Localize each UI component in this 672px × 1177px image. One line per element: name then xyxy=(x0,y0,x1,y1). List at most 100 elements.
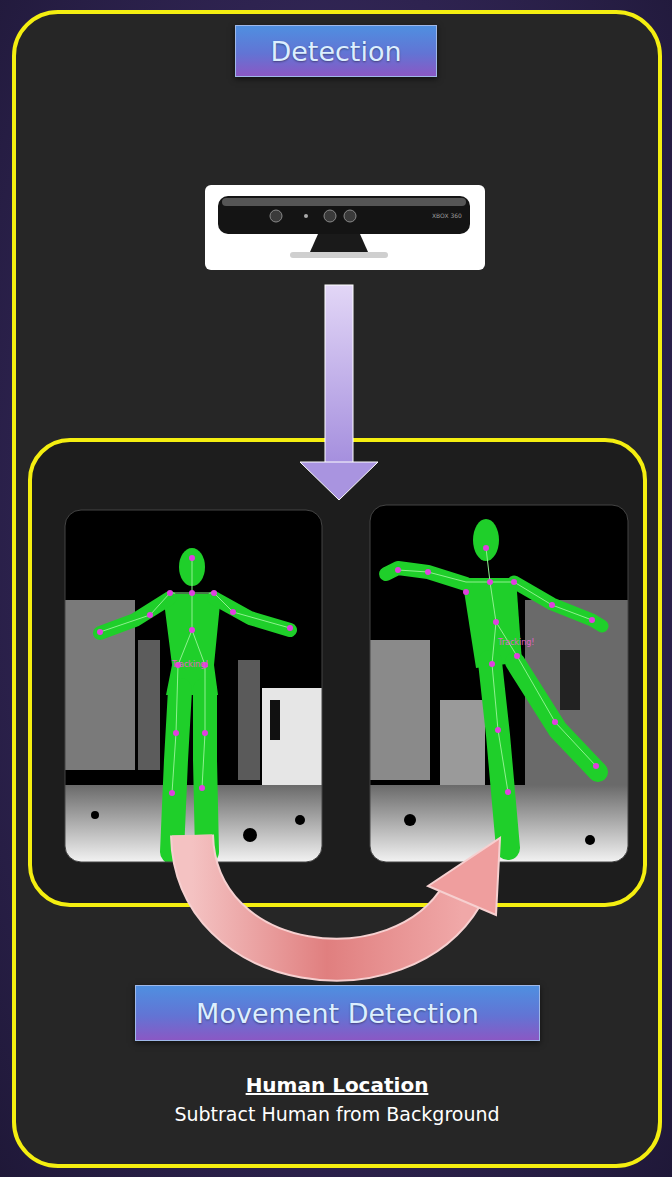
button-label: Detection xyxy=(270,36,401,67)
joint-dot xyxy=(425,569,431,575)
joint-dot xyxy=(97,629,103,635)
silhouette-leg xyxy=(205,690,207,852)
arrow-shaft xyxy=(325,285,353,463)
joint-dots xyxy=(395,545,599,795)
stage-button: Movement Detection xyxy=(135,985,540,1041)
joint-dot xyxy=(147,612,153,618)
depth-object xyxy=(370,640,430,780)
image-frame xyxy=(370,505,628,862)
movement-arrow xyxy=(192,835,500,960)
arrow-head xyxy=(428,838,500,915)
depth-hole xyxy=(585,835,595,845)
silhouette-head xyxy=(473,519,499,561)
depth-hole xyxy=(91,811,99,819)
joint-dot xyxy=(395,567,401,573)
depth-hole xyxy=(243,828,257,842)
joint-dot xyxy=(549,602,555,608)
depth-object xyxy=(440,700,485,790)
joint-dot xyxy=(511,579,517,585)
joint-dot xyxy=(202,662,208,668)
silhouette-head xyxy=(179,548,205,586)
depth-object xyxy=(525,600,628,800)
silhouette-arm xyxy=(214,598,290,630)
flow-arrow xyxy=(300,285,378,500)
kinect-lens xyxy=(270,210,282,222)
skeleton-line xyxy=(172,558,192,793)
depth-object xyxy=(238,660,260,780)
depth-floor xyxy=(65,785,322,862)
joint-dot xyxy=(199,785,205,791)
depth-background xyxy=(65,510,322,862)
joint-dot xyxy=(211,590,217,596)
joint-dot xyxy=(489,661,495,667)
kinect-highlight xyxy=(222,198,466,206)
kinect-frame xyxy=(205,185,485,270)
joint-dot xyxy=(505,789,511,795)
joint-dots xyxy=(97,555,293,796)
human-silhouette xyxy=(386,519,602,848)
depth-image xyxy=(65,510,322,862)
joint-dot xyxy=(487,579,493,585)
button-label: Movement Detection xyxy=(196,998,479,1029)
skeleton-line xyxy=(496,622,596,766)
joint-dot xyxy=(463,589,469,595)
joint-dot xyxy=(483,545,489,551)
human-silhouette xyxy=(97,548,293,852)
silhouette-arm xyxy=(386,568,466,584)
joint-dot xyxy=(514,653,520,659)
depth-hole xyxy=(404,814,416,826)
joint-dot xyxy=(552,719,558,725)
joint-dot xyxy=(202,730,208,736)
tracking-status: Tracking! xyxy=(172,660,209,669)
device-brand: XBOX 360 xyxy=(432,212,462,219)
joint-dot xyxy=(230,609,236,615)
joint-dot xyxy=(589,617,595,623)
arrow-outline xyxy=(192,835,462,960)
depth-background xyxy=(370,505,628,862)
kinect-lens xyxy=(344,210,356,222)
kinect-body xyxy=(218,196,470,234)
kinect-stand xyxy=(310,234,368,252)
arrow-head xyxy=(300,462,378,500)
section-body: Subtract Human from Background xyxy=(16,1103,658,1125)
silhouette-arm xyxy=(514,582,602,626)
skeleton-line xyxy=(192,630,205,788)
silhouette-torso xyxy=(462,578,522,668)
outer-panel: Human LocationSubtract Human from Backgr… xyxy=(12,10,662,1168)
kinect-led xyxy=(304,214,308,218)
joint-dot xyxy=(189,590,195,596)
silhouette-arm xyxy=(100,598,170,633)
joint-dot xyxy=(189,627,195,633)
section-heading: Human Location xyxy=(16,1073,658,1097)
depth-image xyxy=(370,505,628,862)
joint-dot xyxy=(169,790,175,796)
joint-dot xyxy=(495,727,501,733)
depth-hole xyxy=(270,700,280,740)
arrow-body xyxy=(192,835,462,960)
inner-panel xyxy=(30,440,645,905)
joint-dot xyxy=(287,625,293,631)
depth-object xyxy=(262,688,322,790)
silhouette-leg xyxy=(490,662,508,848)
image-frame xyxy=(65,510,322,862)
joint-dot xyxy=(493,619,499,625)
silhouette-leg xyxy=(515,662,598,772)
tracking-status: Tracking! xyxy=(498,638,535,647)
kinect-shadow xyxy=(290,252,388,258)
depth-object xyxy=(65,600,135,770)
silhouette-leg xyxy=(172,690,180,852)
kinect-sensor xyxy=(205,185,485,270)
joint-dot xyxy=(167,590,173,596)
joint-dot xyxy=(593,763,599,769)
depth-hole xyxy=(560,650,580,710)
kinect-lens xyxy=(324,210,336,222)
joint-dot xyxy=(189,555,195,561)
skeleton-line xyxy=(398,570,592,620)
stage-button: Detection xyxy=(235,25,437,77)
joint-dot xyxy=(175,662,181,668)
skeleton-line xyxy=(100,593,290,632)
depth-floor xyxy=(370,785,628,862)
depth-object xyxy=(138,640,160,770)
joint-dot xyxy=(173,730,179,736)
